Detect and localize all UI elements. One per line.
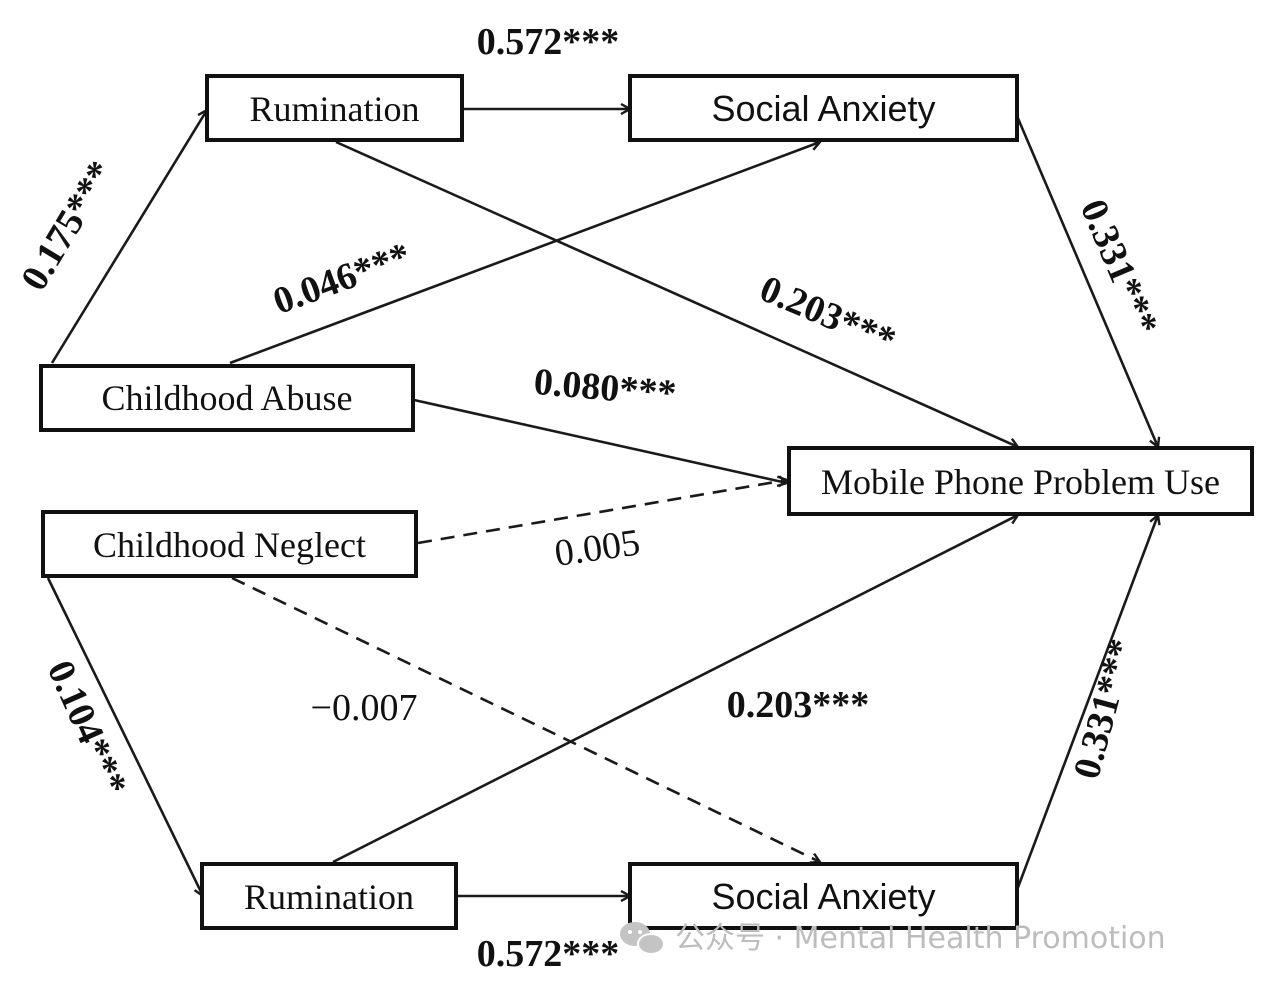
node-social-anxiety-bottom: Social Anxiety: [628, 862, 1019, 930]
node-rumination-bottom: Rumination: [200, 862, 458, 930]
edge-neglect-to-mppu: [417, 480, 787, 545]
edge-abuse-to-social-anxiety: [229, 142, 820, 365]
edge-social-anxiety-to-mppu-top: [1015, 115, 1158, 447]
watermark: 公众号 · Mental Health Promotion: [620, 921, 1166, 956]
coef-rumination-to-social-anxiety-bottom: 0.572***: [477, 933, 620, 975]
watermark-text: 公众号 · Mental Health Promotion: [675, 921, 1166, 956]
node-rumination-bottom-label: Rumination: [244, 877, 414, 917]
edge-social-anxiety-to-mppu-bottom: [1015, 515, 1158, 891]
coef-social-anxiety-to-mppu-bottom: 0.331***: [1066, 635, 1143, 784]
node-social-anxiety-top: Social Anxiety: [628, 74, 1019, 142]
node-childhood-neglect: Childhood Neglect: [41, 510, 418, 578]
coef-social-anxiety-to-mppu-top: 0.331***: [1072, 194, 1166, 342]
edge-rumination-to-mppu-bottom: [332, 515, 1018, 864]
node-social-anxiety-top-label: Social Anxiety: [711, 88, 935, 129]
node-mobile-phone-problem-use: Mobile Phone Problem Use: [787, 446, 1254, 516]
node-childhood-neglect-label: Childhood Neglect: [93, 525, 366, 565]
node-social-anxiety-bottom-label: Social Anxiety: [711, 876, 935, 917]
node-childhood-abuse: Childhood Abuse: [39, 364, 415, 432]
edge-rumination-to-mppu-top: [335, 140, 1018, 447]
coef-neglect-to-social-anxiety: −0.007: [311, 687, 418, 729]
coef-rumination-to-mppu-top: 0.203***: [754, 268, 902, 362]
coef-neglect-to-mppu: 0.005: [552, 521, 643, 574]
node-mobile-phone-problem-use-label: Mobile Phone Problem Use: [821, 462, 1220, 502]
edge-neglect-to-social-anxiety-bottom: [231, 576, 820, 862]
coef-rumination-to-social-anxiety-top: 0.572***: [477, 21, 620, 63]
wechat-icon: [620, 922, 665, 955]
node-childhood-abuse-label: Childhood Abuse: [101, 378, 352, 418]
node-rumination-top-label: Rumination: [250, 89, 420, 129]
coef-abuse-to-mppu: 0.080***: [532, 361, 678, 415]
coef-rumination-to-mppu-bottom: 0.203***: [727, 684, 870, 726]
edge-abuse-to-mppu: [413, 398, 787, 483]
edge-abuse-to-rumination: [50, 110, 207, 364]
edge-neglect-to-rumination: [46, 577, 203, 896]
node-rumination-top: Rumination: [205, 74, 464, 142]
coef-abuse-to-social-anxiety: 0.046***: [268, 235, 416, 323]
